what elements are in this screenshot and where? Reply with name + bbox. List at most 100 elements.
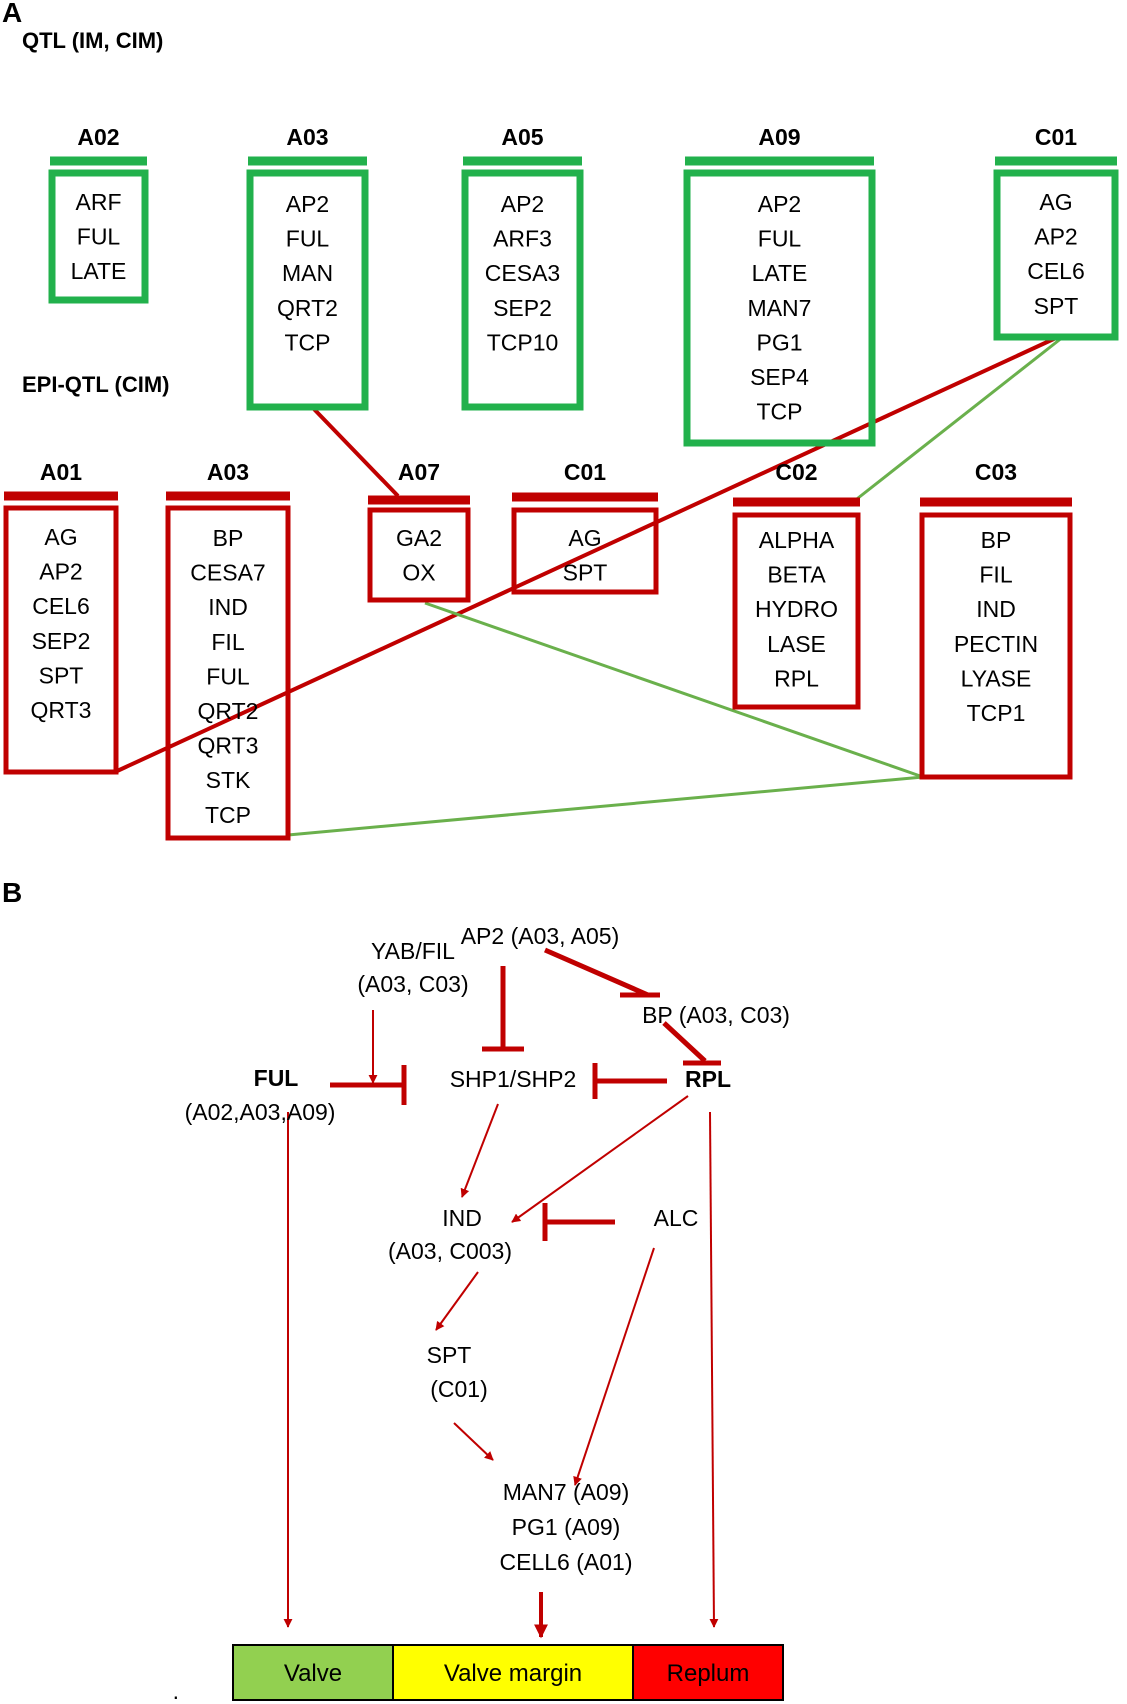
gene-label: ARF3 bbox=[493, 226, 552, 252]
gene-label: FUL bbox=[77, 224, 121, 250]
epi-qtl-section-title: EPI-QTL (CIM) bbox=[22, 372, 169, 397]
tissue-label-replum: Replum bbox=[667, 1660, 750, 1687]
edge-ap2-inhibits-bp bbox=[543, 947, 650, 998]
gene-label: AP2 bbox=[758, 191, 801, 217]
node-bp: BP (A03, C03) bbox=[642, 1002, 790, 1028]
node-ful-loci: (A02,A03,A09) bbox=[185, 1099, 336, 1125]
node-man7: MAN7 (A09) bbox=[503, 1479, 630, 1505]
qtl-gene-box bbox=[246, 169, 369, 411]
gene-label: PG1 bbox=[756, 329, 802, 355]
gene-label: QRT2 bbox=[277, 295, 338, 321]
gene-label: PECTIN bbox=[954, 631, 1038, 657]
node-ful: FUL bbox=[254, 1065, 299, 1091]
edge-rpl-activates-ind bbox=[511, 1095, 689, 1223]
network-nodes: AP2 (A03, A05) YAB/FIL (A03, C03) BP (A0… bbox=[185, 923, 790, 1575]
gene-label: HYDRO bbox=[755, 596, 838, 622]
node-ap2: AP2 (A03, A05) bbox=[461, 923, 620, 949]
gene-label: ALPHA bbox=[759, 527, 835, 553]
epi-qtl-chrom-label: A01 bbox=[40, 459, 82, 485]
gene-label: SPT bbox=[1034, 293, 1079, 319]
gene-label: AP2 bbox=[501, 191, 544, 217]
gene-label: BETA bbox=[767, 562, 826, 588]
tissue-segment-valve-margin bbox=[392, 1644, 634, 1701]
gene-label: CESA3 bbox=[485, 260, 560, 286]
tissue-label-valve-margin: Valve margin bbox=[444, 1660, 582, 1687]
edge-spt-activates-man7 bbox=[453, 1422, 494, 1461]
qtl-chrom-label: A03 bbox=[286, 124, 328, 150]
node-pg1: PG1 (A09) bbox=[512, 1514, 621, 1540]
link-a07-c03 bbox=[424, 601, 924, 779]
tissue-bar: Valve Valve margin Replum bbox=[232, 1644, 784, 1701]
qtl-chrom-label: A02 bbox=[77, 124, 119, 150]
node-spt: SPT bbox=[427, 1342, 472, 1368]
epi-qtl-gene-box bbox=[732, 512, 861, 710]
epi-qtl-chrom-label: C02 bbox=[775, 459, 817, 485]
edge-bp-inhibits-rpl bbox=[662, 1021, 707, 1063]
qtl-gene-box bbox=[461, 169, 584, 411]
gene-label: QRT3 bbox=[31, 697, 92, 723]
panel-b-label: B bbox=[2, 877, 22, 908]
epi-qtl-row: A01AGAP2CEL6SEP2SPTQRT3A03BPCESA7INDFILF… bbox=[3, 459, 1073, 841]
node-shp1-shp2: SHP1/SHP2 bbox=[450, 1066, 577, 1092]
node-alc: ALC bbox=[654, 1205, 699, 1231]
epi-qtl-chrom-label: A07 bbox=[398, 459, 440, 485]
gene-label: QRT2 bbox=[198, 698, 259, 724]
gene-label: SEP4 bbox=[750, 364, 809, 390]
node-yab-fil: YAB/FIL bbox=[371, 938, 455, 964]
qtl-section-title: QTL (IM, CIM) bbox=[22, 28, 163, 53]
gene-label: FIL bbox=[211, 629, 244, 655]
tissue-label-valve: Valve bbox=[284, 1660, 342, 1687]
gene-label: MAN7 bbox=[748, 295, 812, 321]
gene-label: AG bbox=[1039, 189, 1072, 215]
gene-label: BP bbox=[981, 527, 1012, 553]
node-yab-fil-loci: (A03, C03) bbox=[357, 971, 468, 997]
qtl-gene-box bbox=[683, 169, 876, 447]
edge-rpl-to-replum bbox=[709, 1111, 719, 1628]
gene-label: AG bbox=[44, 524, 77, 550]
gene-label: OX bbox=[402, 560, 435, 586]
qtl-chrom-label: C01 bbox=[1035, 124, 1077, 150]
edge-ind-activates-spt bbox=[435, 1271, 479, 1331]
gene-label: TCP bbox=[285, 329, 331, 355]
gene-label: FUL bbox=[758, 226, 802, 252]
gene-label: TCP bbox=[205, 802, 251, 828]
node-ind: IND bbox=[442, 1205, 482, 1231]
node-rpl: RPL bbox=[685, 1066, 731, 1092]
gene-label: FUL bbox=[206, 663, 250, 689]
qtl-gene-box bbox=[993, 169, 1119, 341]
panel-a-label: A bbox=[2, 0, 22, 28]
edge-shp-activates-ind bbox=[460, 1103, 499, 1198]
gene-label: SPT bbox=[563, 560, 608, 586]
link-a03-a07 bbox=[310, 405, 400, 498]
gene-label: LASE bbox=[767, 631, 826, 657]
epi-qtl-gene-box bbox=[919, 512, 1073, 780]
tissue-segment-replum bbox=[632, 1644, 784, 1701]
epi-qtl-chrom-label: C03 bbox=[975, 459, 1017, 485]
link-c01-c02 bbox=[852, 335, 1064, 504]
qtl-row: A02ARFFULLATEA03AP2FULMANQRT2TCPA05AP2AR… bbox=[48, 124, 1119, 447]
gene-label: SPT bbox=[39, 662, 84, 688]
gene-label: CEL6 bbox=[1027, 258, 1085, 284]
gene-label: IND bbox=[208, 594, 248, 620]
gene-label: IND bbox=[976, 596, 1016, 622]
node-cell6: CELL6 (A01) bbox=[500, 1549, 633, 1575]
link-c01-a01 bbox=[114, 335, 1059, 774]
gene-label: BP bbox=[213, 525, 244, 551]
gene-label: TCP1 bbox=[967, 700, 1026, 726]
gene-label: AP2 bbox=[39, 559, 82, 585]
node-spt-loci: (C01) bbox=[430, 1376, 488, 1402]
gene-label: FIL bbox=[979, 562, 1012, 588]
qtl-links bbox=[114, 335, 1064, 837]
qtl-chrom-label: A05 bbox=[501, 124, 543, 150]
edge-alc-activates-man7 bbox=[573, 1247, 655, 1486]
